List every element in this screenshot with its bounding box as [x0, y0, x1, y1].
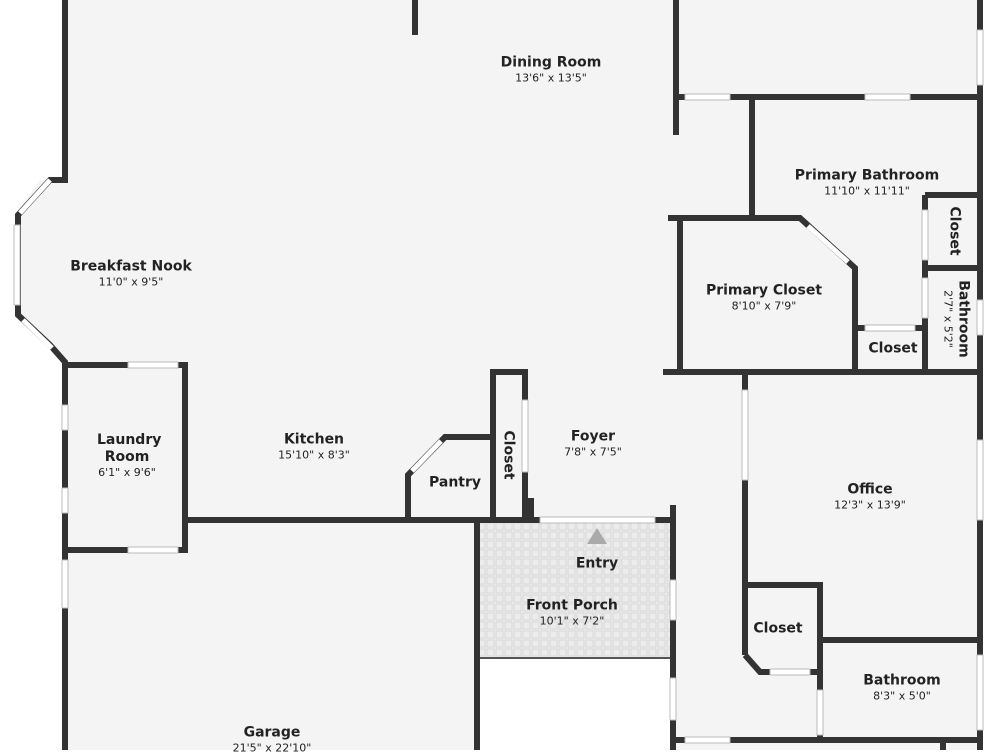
room-name: Office [847, 481, 893, 498]
room-dims: 11'10" x 11'11" [824, 184, 910, 198]
room-dims: 7'8" x 7'5" [564, 445, 622, 459]
room-closet-foyer: Closet [500, 430, 517, 479]
room-name: Garage [243, 724, 301, 741]
room-closet-office: Closet [753, 621, 802, 638]
room-name: Breakfast Nook [70, 258, 192, 275]
room-dims: 2'7" x 5'2" [941, 290, 955, 348]
room-dims: 13'6" x 13'5" [515, 71, 587, 85]
room-dims: 8'3" x 5'0" [873, 689, 931, 703]
room-dims: 21'5" x 22'10" [232, 741, 312, 755]
room-name: Foyer [570, 428, 616, 445]
room-entry: Entry [576, 556, 618, 573]
front-porch-area [480, 520, 673, 658]
room-name: Entry [575, 555, 619, 572]
room-name: Closet [868, 340, 918, 357]
room-name: Primary Closet [705, 282, 823, 299]
room-closet-lower: Closet [868, 341, 917, 358]
room-dims: 10'1" x 7'2" [539, 614, 605, 628]
room-pantry: Pantry [429, 475, 481, 492]
room-name: Bathroom [955, 280, 972, 358]
room-name: Closet [500, 430, 517, 480]
room-name: Primary Bathroom [794, 167, 940, 184]
room-name: Laundry Room [97, 432, 162, 465]
room-name: Pantry [428, 474, 482, 491]
room-closet-primary-bath: Closet [946, 206, 963, 255]
room-name: Closet [946, 206, 963, 256]
entry-arrow-icon [587, 528, 607, 544]
room-dims: 6'1" x 9'6" [98, 466, 156, 479]
room-name: Closet [753, 620, 803, 637]
windows [13, 29, 984, 744]
room-name: Kitchen [283, 431, 345, 448]
room-name: Dining Room [500, 54, 602, 71]
room-name: Front Porch [526, 597, 618, 614]
room-dims: 8'10" x 7'9" [731, 299, 797, 313]
room-name: Bathroom [863, 672, 941, 689]
room-dims: 11'0" x 9'5" [98, 275, 164, 289]
room-dims: 12'3" x 13'9" [834, 498, 906, 512]
room-dims: 15'10" x 8'3" [278, 448, 350, 462]
